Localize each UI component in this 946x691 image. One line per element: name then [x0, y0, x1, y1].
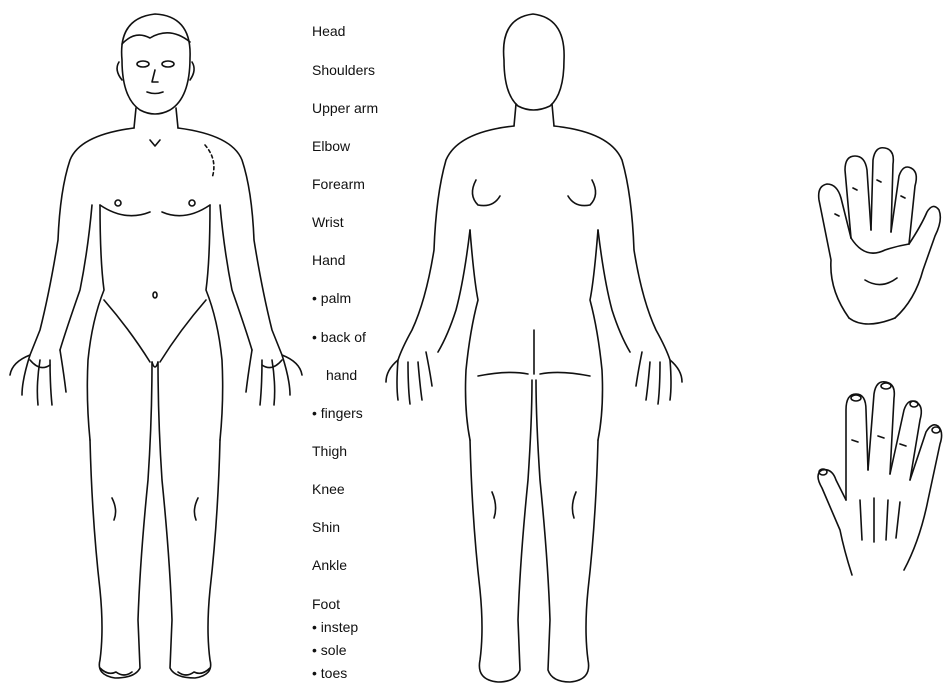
- label-hand: Hand: [312, 252, 345, 268]
- label-shoulders: Shoulders: [312, 62, 375, 78]
- back-body-figure: [378, 0, 690, 691]
- palm-figure: [805, 140, 946, 340]
- label-elbow: Elbow: [312, 138, 350, 154]
- label-fingers: • fingers: [312, 405, 363, 421]
- label-shin: Shin: [312, 519, 340, 535]
- label-wrist: Wrist: [312, 214, 344, 230]
- label-thigh: Thigh: [312, 443, 347, 459]
- label-upper-arm: Upper arm: [312, 100, 378, 116]
- label-back-of: • back of: [312, 329, 366, 345]
- label-head: Head: [312, 23, 345, 39]
- front-body-figure: [0, 0, 310, 691]
- label-palm: • palm: [312, 290, 351, 306]
- label-hand-cont: hand: [326, 367, 357, 383]
- back-of-hand-figure: [800, 370, 946, 585]
- label-forearm: Forearm: [312, 176, 365, 192]
- label-ankle: Ankle: [312, 557, 347, 573]
- label-sole: • sole: [312, 642, 346, 658]
- label-instep: • instep: [312, 619, 358, 635]
- label-toes: • toes: [312, 665, 347, 681]
- label-knee: Knee: [312, 481, 345, 497]
- label-foot: Foot: [312, 596, 340, 612]
